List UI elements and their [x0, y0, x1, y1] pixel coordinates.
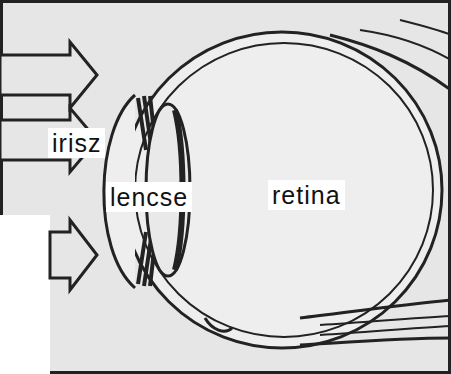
part-label: lencse	[106, 182, 192, 212]
optic-nerve	[300, 338, 451, 345]
blank-corner	[0, 215, 50, 374]
part-label: retina	[268, 180, 345, 210]
eye-muscle	[400, 20, 451, 35]
nerve-fiber	[320, 326, 451, 335]
eye-muscle	[360, 30, 451, 60]
light-arrow	[0, 42, 97, 108]
light-arrow	[50, 220, 97, 290]
part-label: irisz	[48, 128, 105, 158]
optic-nerve	[300, 300, 451, 318]
muscle-end	[205, 318, 232, 331]
nerve-fiber	[320, 316, 451, 325]
